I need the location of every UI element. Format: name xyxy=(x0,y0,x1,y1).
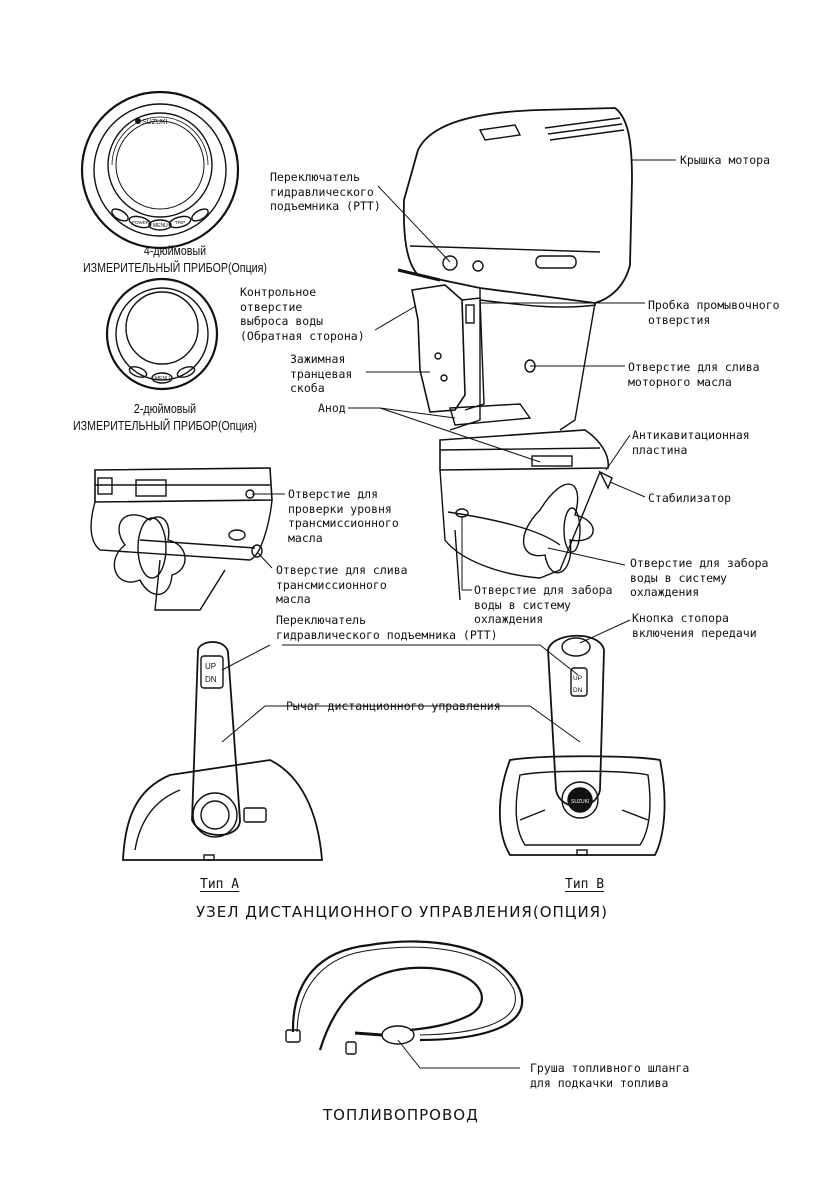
section-title-remote: УЗЕЛ ДИСТАНЦИОННОГО УПРАВЛЕНИЯ(ОПЦИЯ) xyxy=(196,903,608,921)
fuel-connector-2 xyxy=(345,1041,357,1055)
remote-type-a: UP DN xyxy=(122,641,323,861)
label-water-intake-right: Отверстие для забора воды в систему охла… xyxy=(630,556,769,599)
label-transom-clamp: Зажимная транцевая скоба xyxy=(290,352,353,395)
label-water-intake-left: Отверстие для забора воды в систему охла… xyxy=(474,583,613,626)
svg-text:TRIP: TRIP xyxy=(175,220,185,225)
svg-text:SUZUKI: SUZUKI xyxy=(571,799,589,805)
label-type-b: Тип В xyxy=(565,877,605,892)
label-anode: Анод xyxy=(318,401,346,415)
gauge4-buttons[interactable]: MENU POWER TRIP xyxy=(110,207,210,231)
shift-lock-button[interactable] xyxy=(561,637,591,657)
label-anticavitation-plate: Антикавитационная пластина xyxy=(632,428,750,457)
engine-cover-shape xyxy=(402,107,633,304)
label-gear-oil-level: Отверстие для проверки уровня трансмисси… xyxy=(288,487,399,545)
label-stabilizer: Стабилизатор xyxy=(648,491,732,505)
gauge2-buttons[interactable]: MENU xyxy=(128,365,196,384)
type-b-lever xyxy=(547,634,605,808)
label-water-check-hole: Контрольное отверстие выброса воды (Обра… xyxy=(240,285,365,343)
anticavitation-plate-shape xyxy=(439,429,610,471)
label-flush-plug: Пробка промывочного отверстия xyxy=(648,298,780,327)
primer-bulb xyxy=(381,1025,415,1045)
label-primer-bulb: Груша топливного шланга для подкачки топ… xyxy=(530,1061,690,1090)
label-engine-cover: Крышка мотора xyxy=(680,153,771,167)
svg-text:POWER: POWER xyxy=(132,220,150,225)
type-a-lever xyxy=(191,641,241,836)
leader-lines xyxy=(221,159,676,1069)
gauge-2inch: MENU xyxy=(105,277,219,391)
stabilizer-fin xyxy=(598,470,613,490)
gauge4-brand: SUZUKI xyxy=(142,119,168,126)
gear-oil-drain-plug xyxy=(251,544,263,558)
label-ptt-switch-engine: Переключатель гидравлического подъемника… xyxy=(270,170,381,213)
section-title-fuel-line: ТОПЛИВОПРОВОД xyxy=(323,1106,479,1124)
gauge-4inch: SUZUKI MENU POWER TRIP xyxy=(80,90,240,250)
gauge-4inch-caption: 4-дюймовый ИЗМЕРИТЕЛЬНЫЙ ПРИБОР(Опция) xyxy=(83,243,267,275)
label-type-a: Тип А xyxy=(200,877,240,892)
label-remote-lever: Рычаг дистанционного управления xyxy=(286,699,501,713)
label-engine-oil-drain: Отверстие для слива моторного масла xyxy=(628,360,760,389)
remote-type-b: SUZUKI UP DN xyxy=(498,634,666,856)
transom-clamp-shape xyxy=(411,284,466,413)
svg-text:DN: DN xyxy=(205,675,217,684)
cowl-ptt-switch[interactable] xyxy=(442,255,458,271)
label-gear-oil-drain: Отверстие для слива трансмиссионного мас… xyxy=(276,563,408,606)
outboard-motor xyxy=(397,107,633,601)
svg-text:MENU: MENU xyxy=(153,223,168,229)
fuel-line xyxy=(285,940,524,1055)
engine-propeller xyxy=(523,483,594,574)
svg-text:DN: DN xyxy=(573,687,583,694)
svg-text:MENU: MENU xyxy=(155,376,170,382)
fuel-connector-1 xyxy=(285,1029,301,1043)
gearcase-closeup xyxy=(90,467,273,611)
svg-text:UP: UP xyxy=(205,662,216,671)
type-b-ptt-button[interactable] xyxy=(570,667,588,697)
label-shift-lock-button: Кнопка стопора включения передачи xyxy=(632,611,757,640)
gauge-2inch-caption: 2-дюймовый ИЗМЕРИТЕЛЬНЫЙ ПРИБОР(Опция) xyxy=(73,401,257,433)
label-ptt-switch-remote: Переключатель гидравлического подъемника… xyxy=(276,613,498,642)
svg-text:UP: UP xyxy=(573,675,582,682)
type-a-ptt-button[interactable] xyxy=(200,655,224,689)
closeup-propeller xyxy=(113,514,186,596)
